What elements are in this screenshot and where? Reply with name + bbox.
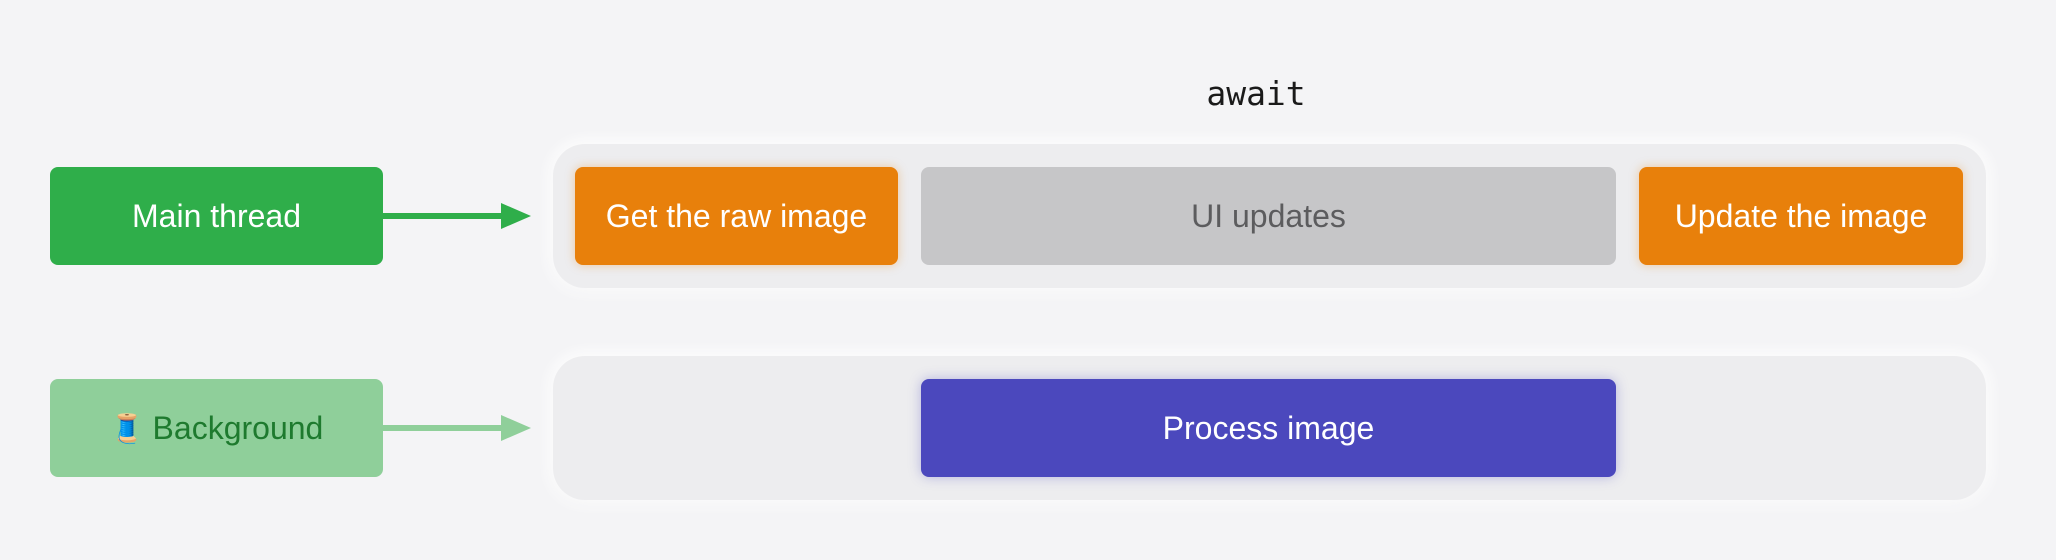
update-image-task: Update the image xyxy=(1639,167,1963,265)
get-raw-image-label: Get the raw image xyxy=(605,197,868,234)
ui-updates-task: UI updates xyxy=(921,167,1616,265)
main-thread-arrow-shaft xyxy=(383,213,505,219)
ui-updates-label: UI updates xyxy=(1191,197,1346,234)
main-thread-label-text: Main thread xyxy=(132,197,301,234)
update-image-label: Update the image xyxy=(1674,197,1928,234)
process-image-task: Process image xyxy=(921,379,1616,477)
background-label-text: Background xyxy=(152,409,324,446)
background-label: 🧵 Background xyxy=(50,379,383,477)
main-thread-arrow xyxy=(383,203,531,229)
background-arrow-head xyxy=(501,415,531,441)
thread-spool-icon: 🧵 xyxy=(109,412,145,444)
process-image-label: Process image xyxy=(1162,409,1375,446)
background-arrow xyxy=(383,415,531,441)
background-arrow-shaft xyxy=(383,425,505,431)
main-thread-arrow-head xyxy=(501,203,531,229)
main-thread-label: Main thread xyxy=(50,167,383,265)
await-label: await xyxy=(1206,74,1306,113)
get-raw-image-task: Get the raw image xyxy=(575,167,898,265)
